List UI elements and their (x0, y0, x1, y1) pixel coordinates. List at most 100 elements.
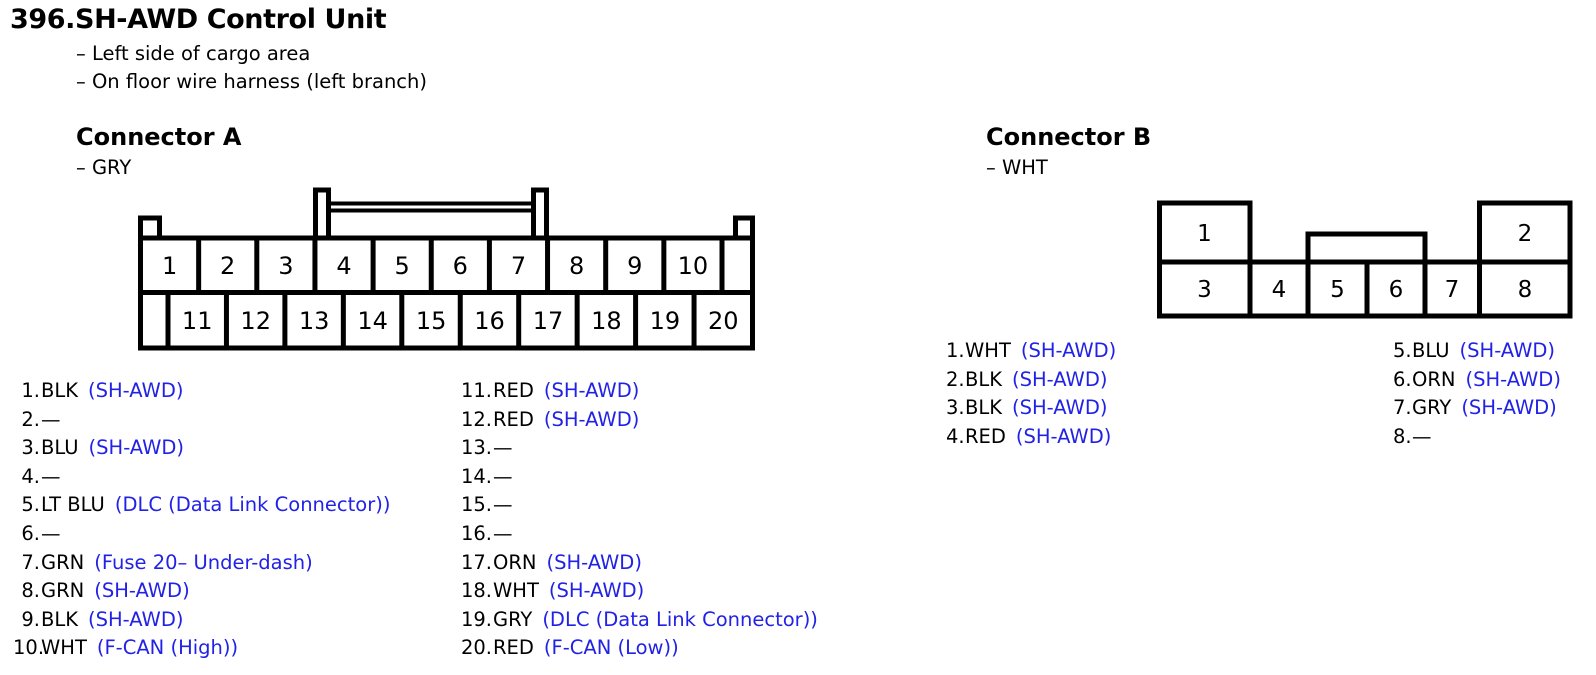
cavity-number: 5 (395, 252, 410, 280)
connector-b-color-note: – WHT (986, 156, 1048, 179)
pin-wire-color: ORN (493, 550, 537, 574)
cavity-number: 4 (1272, 277, 1287, 303)
pin-row: 2.— (13, 406, 390, 435)
pin-number: 5. (1393, 339, 1412, 362)
pin-wire-color: WHT (493, 579, 539, 603)
pin-wire-color: RED (493, 407, 534, 431)
pin-wire-color: BLU (41, 436, 79, 460)
cavity-number: 15 (416, 307, 447, 335)
cavity-number: 2 (1518, 221, 1533, 247)
cavity-number: 10 (678, 252, 709, 280)
pin-wire-color: RED (493, 379, 534, 402)
pin-wire-color: BLU (1412, 339, 1450, 362)
cavity-number: 8 (569, 252, 584, 280)
connector-a-pin-list-left: 1.BLK(SH-AWD)2.—3.BLU(SH-AWD)4.—5.LT BLU… (13, 377, 390, 663)
pin-number: 7. (21, 550, 40, 574)
pin-wire-color: BLK (41, 607, 79, 631)
pin-row: 18.WHT(SH-AWD) (457, 577, 818, 606)
cavity-number: 18 (591, 307, 622, 335)
pin-row: 7.GRN (Fuse 20– Under-dash) (13, 549, 390, 578)
pin-signal-destination: (SH-AWD) (1012, 396, 1108, 420)
pin-wire-color: BLK (965, 367, 1003, 391)
pin-number: 5. (21, 493, 40, 517)
pin-signal-destination: (SH-AWD) (88, 607, 184, 631)
pin-wire-color: BLK (965, 396, 1003, 420)
pin-row: 15.— (457, 491, 818, 520)
pin-signal-destination: (DLC (Data Link Connector)) (542, 607, 818, 631)
connector-b-pin-list-right: 5.BLU(SH-AWD)6.ORN(SH-AWD)7.GRY(SH-AWD)8… (1393, 337, 1561, 451)
pin-number: 3. (946, 396, 965, 420)
pin-wire-color: GRY (493, 607, 533, 631)
pin-row: 8.— (1393, 423, 1561, 452)
pin-wire-color: LT BLU (41, 493, 105, 517)
pin-row: 8.GRN(SH-AWD) (13, 577, 390, 606)
pin-signal-destination: (F-CAN (High)) (96, 636, 239, 660)
location-note-1: – Left side of cargo area (76, 42, 311, 65)
connector-b-key-tab (1305, 231, 1428, 262)
connector-a-heading: Connector A (76, 123, 242, 151)
pin-row: 14.— (457, 463, 818, 492)
pin-signal-destination: (DLC (Data Link Connector)) (114, 493, 391, 517)
cavity-number: 20 (708, 307, 739, 335)
pin-signal-destination: (SH-AWD) (88, 436, 184, 460)
pin-wire-color: — (41, 464, 61, 488)
pin-signal-destination: (SH-AWD) (88, 379, 184, 402)
cavity-number: 14 (357, 307, 388, 335)
connector-b-diagram: 1 2 3 4 5 6 7 8 (1157, 200, 1573, 319)
pin-wire-color: GRN (41, 550, 85, 574)
pin-row: 4.RED(SH-AWD) (946, 423, 1116, 452)
pin-number: 7. (1393, 396, 1412, 420)
pin-wire-color: WHT (41, 636, 87, 660)
pin-signal-destination: (SH-AWD) (1012, 367, 1108, 391)
location-note-2: – On floor wire harness (left branch) (76, 70, 427, 93)
pin-wire-color: GRY (1412, 396, 1452, 420)
pin-row: 12.RED(SH-AWD) (457, 406, 818, 435)
pin-number: 2. (21, 407, 40, 431)
pin-signal-destination: (SH-AWD) (543, 407, 640, 431)
cavity-number: 12 (240, 307, 271, 335)
connector-a-pin-list-right: 11.RED(SH-AWD)12.RED(SH-AWD)13.—14.—15.—… (457, 377, 818, 663)
cavity-number: 19 (650, 307, 681, 335)
connector-a-diagram: 1 2 3 4 5 6 7 8 9 10 11 12 13 14 15 16 1… (138, 187, 755, 351)
pin-signal-destination: (SH-AWD) (1461, 396, 1557, 420)
pin-row: 9.BLK(SH-AWD) (13, 606, 390, 635)
cavity-number: 6 (1389, 277, 1404, 303)
pin-row: 1.WHT(SH-AWD) (946, 337, 1116, 366)
pin-wire-color: — (493, 464, 513, 488)
pin-signal-destination: (Fuse 20– Under-dash) (94, 550, 313, 574)
cavity-number: 1 (162, 252, 177, 280)
cavity-number: 11 (182, 307, 213, 335)
pin-signal-destination: (SH-AWD) (1465, 367, 1561, 391)
cavity-number: 7 (511, 252, 526, 280)
pin-row: 6.— (13, 520, 390, 549)
connector-a-color-note: – GRY (76, 156, 132, 179)
connector-a-left-tab (138, 215, 162, 238)
pin-row: 13.— (457, 434, 818, 463)
pin-row: 17.ORN(SH-AWD) (457, 549, 818, 578)
pin-row: 19.GRY(DLC (Data Link Connector)) (457, 606, 818, 635)
cavity-number: 4 (336, 252, 351, 280)
cavity-number: 13 (299, 307, 330, 335)
pin-wire-color: ORN (1412, 367, 1456, 391)
pin-row: 20.RED(F-CAN (Low)) (457, 634, 818, 663)
pin-wire-color: — (41, 521, 61, 545)
pin-row: 5.LT BLU (DLC (Data Link Connector)) (13, 491, 390, 520)
connector-b-pin-list-left: 1.WHT(SH-AWD)2.BLK(SH-AWD)3.BLK(SH-AWD)4… (946, 337, 1116, 451)
pin-number: 8. (1393, 424, 1412, 448)
pin-wire-color: BLK (41, 379, 79, 402)
cavity-number: 6 (453, 252, 468, 280)
pin-number: 3. (21, 436, 40, 460)
pin-number: 10. (13, 636, 45, 660)
cavity-number: 2 (220, 252, 235, 280)
connector-b-heading: Connector B (986, 123, 1152, 151)
cavity-number: 16 (474, 307, 505, 335)
cavity-number: 8 (1518, 277, 1533, 303)
cavity-number: 3 (1197, 277, 1212, 303)
pin-wire-color: RED (965, 424, 1006, 448)
pin-signal-destination: (SH-AWD) (546, 550, 642, 574)
pin-row: 4.— (13, 463, 390, 492)
pin-row: 5.BLU(SH-AWD) (1393, 337, 1561, 366)
connector-b-cavity-1-outline (1157, 200, 1253, 262)
pin-wire-color: RED (493, 636, 534, 660)
